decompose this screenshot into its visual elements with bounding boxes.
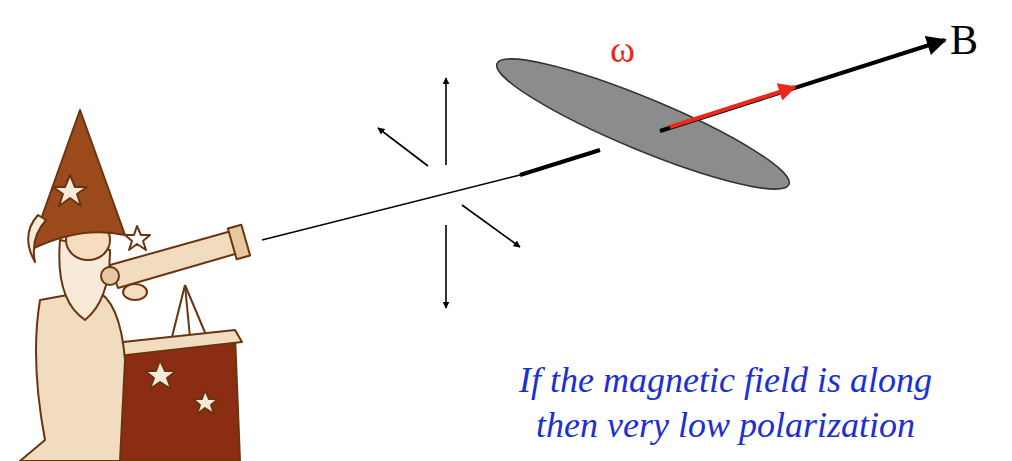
astronomer-cartoon xyxy=(20,110,250,461)
field-arrow xyxy=(660,40,945,131)
field-label: B xyxy=(950,14,978,67)
note-text: If the magnetic field is along then very… xyxy=(498,358,953,448)
sight-line xyxy=(262,175,520,240)
rotation-arrow xyxy=(670,87,795,127)
polarization-arrows xyxy=(378,78,520,308)
disk xyxy=(487,40,799,209)
omega-label: ω xyxy=(610,26,635,74)
field-axis xyxy=(520,150,600,175)
